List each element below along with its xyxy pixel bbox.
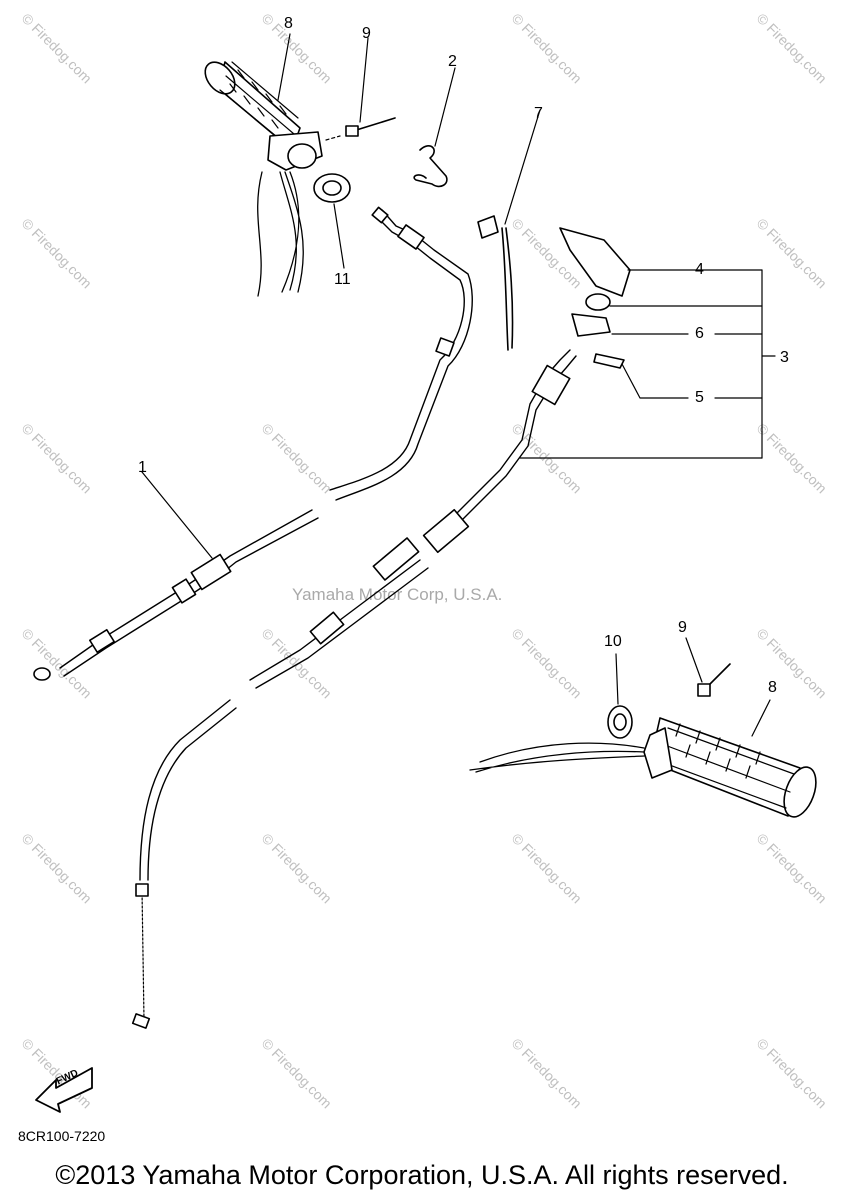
left-grip: [204, 61, 323, 297]
callout-3: 3: [780, 349, 789, 366]
screw-9-lower: [685, 637, 731, 697]
collar-11: [313, 173, 351, 269]
callout-7: 7: [534, 105, 543, 122]
callout-8-upper: 8: [284, 15, 293, 32]
callout-11: 11: [334, 271, 351, 288]
fwd-arrow: [35, 1067, 93, 1113]
callout-9-upper: 9: [362, 25, 371, 42]
lever-assembly-3: [559, 227, 631, 369]
callout-9-lower: 9: [678, 619, 687, 636]
throttle-cable-1: [33, 206, 473, 681]
leader-lines: [277, 33, 291, 101]
callout-6: 6: [695, 325, 704, 342]
callout-10: 10: [604, 633, 622, 650]
collar-10: [607, 653, 633, 739]
clutch-cable: [131, 349, 577, 1029]
diagram-code: 8CR100-7220: [18, 1128, 106, 1144]
callout-2: 2: [448, 53, 457, 70]
callout-5: 5: [695, 389, 704, 406]
cable-band-7: [477, 109, 541, 351]
right-grip: [469, 699, 817, 818]
callout-8-lower: 8: [768, 679, 777, 696]
center-watermark: Yamaha Motor Corp, U.S.A.: [292, 585, 503, 604]
clip-2: [413, 67, 456, 188]
callout-4: 4: [695, 261, 704, 278]
copyright-text: ©2013 Yamaha Motor Corporation, U.S.A. A…: [55, 1160, 789, 1190]
callout-bracket-3: [519, 269, 776, 459]
screw-9-upper: [325, 37, 396, 141]
callout-1: 1: [138, 459, 147, 476]
